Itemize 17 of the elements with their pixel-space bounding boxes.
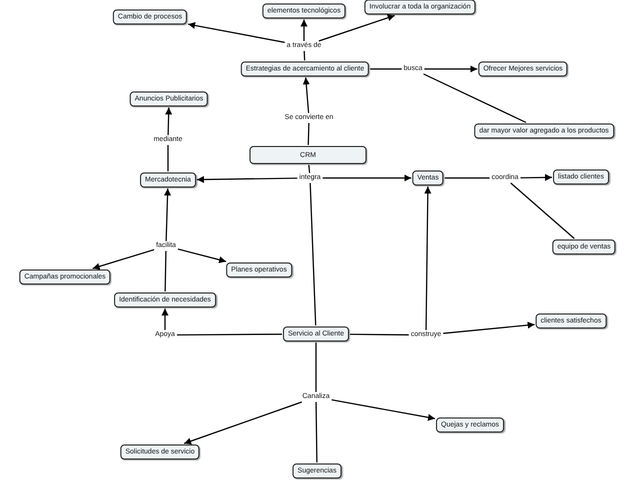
arrow [520, 174, 552, 181]
arrow [92, 249, 154, 270]
arrow [164, 188, 172, 242]
arrow [318, 14, 395, 42]
arrow [178, 248, 226, 264]
arrow [300, 20, 308, 41]
arrow [162, 308, 168, 330]
arrow [443, 322, 535, 334]
arrow [322, 174, 412, 182]
arrow [332, 399, 436, 421]
arrow [302, 77, 310, 114]
arrow [165, 107, 172, 136]
arrow [424, 66, 478, 72]
arrow [188, 22, 285, 43]
arrow [184, 401, 302, 444]
arrow [424, 186, 432, 330]
arrow [196, 176, 298, 183]
